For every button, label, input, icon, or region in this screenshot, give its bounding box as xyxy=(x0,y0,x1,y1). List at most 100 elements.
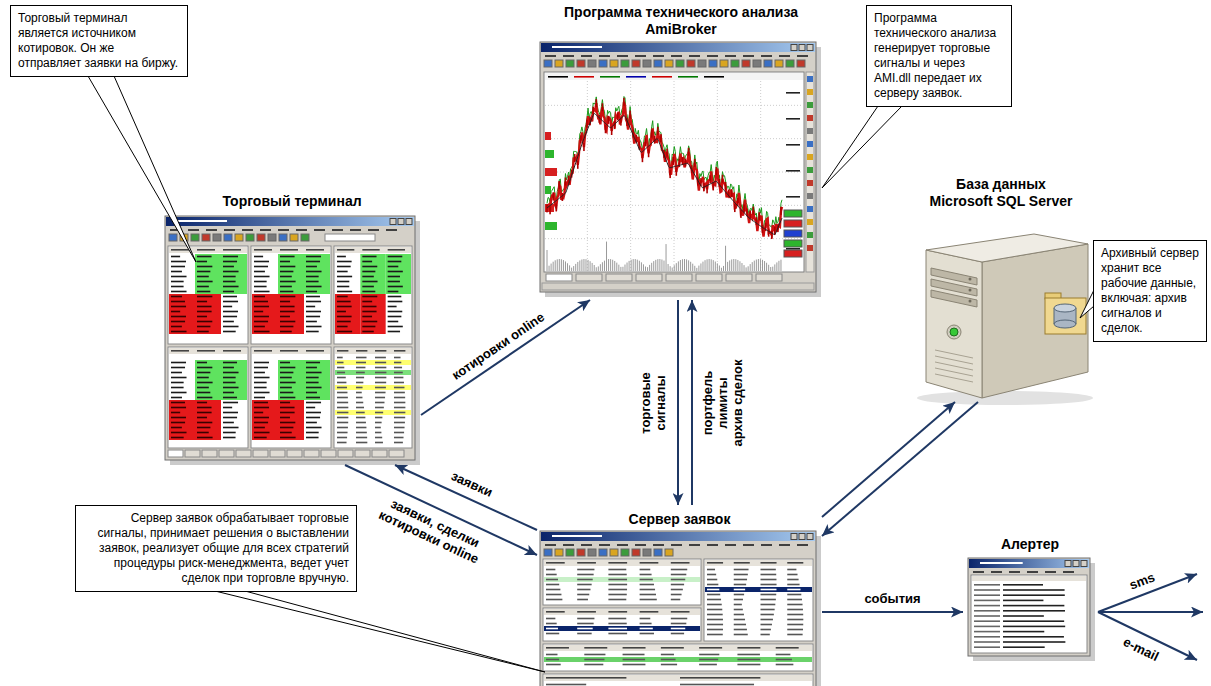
illustration-part xyxy=(213,234,221,241)
illustration-part xyxy=(356,367,365,369)
illustration-part xyxy=(356,407,364,409)
illustration-part xyxy=(599,60,607,67)
illustration-part xyxy=(260,229,271,231)
illustration-part xyxy=(787,624,803,626)
illustration-part xyxy=(686,259,687,271)
illustration-part xyxy=(221,395,247,400)
illustration-part xyxy=(388,276,400,278)
illustration-part xyxy=(169,294,195,299)
illustration-part xyxy=(707,259,708,271)
note-callout: Торговый терминал является источником ко… xyxy=(10,5,188,77)
illustration-part xyxy=(651,130,653,138)
illustration-part xyxy=(280,291,293,293)
illustration-part xyxy=(254,362,269,364)
illustration-part xyxy=(195,360,221,365)
illustration-part xyxy=(171,306,186,308)
illustration-part xyxy=(197,350,215,352)
illustration-part xyxy=(221,375,247,380)
illustration-part xyxy=(360,309,385,314)
illustration-part xyxy=(335,304,360,309)
illustration-part xyxy=(279,234,287,241)
illustration-part xyxy=(388,261,402,263)
illustration-part xyxy=(280,296,295,298)
illustration-part xyxy=(254,266,268,268)
illustration-part xyxy=(375,397,385,399)
illustration-part xyxy=(682,259,683,271)
illustration-part xyxy=(270,450,285,457)
illustration-part xyxy=(394,427,405,429)
illustration-part xyxy=(1003,636,1064,638)
illustration-part xyxy=(926,250,982,398)
illustration-part xyxy=(242,229,253,231)
illustration-part xyxy=(974,636,1000,638)
illustration-part xyxy=(704,559,813,641)
illustration-part xyxy=(306,266,317,268)
illustration-part xyxy=(573,266,574,271)
illustration-part xyxy=(761,604,776,606)
illustration-part xyxy=(571,268,572,271)
illustration-part xyxy=(742,60,750,67)
illustration-part xyxy=(562,193,564,201)
illustration-part xyxy=(666,149,668,157)
illustration-part xyxy=(761,609,775,611)
illustration-part xyxy=(394,387,404,389)
illustration-part xyxy=(335,247,411,253)
illustration-part xyxy=(734,584,746,586)
illustration-part xyxy=(169,400,195,405)
illustration-part xyxy=(706,185,708,193)
illustration-part xyxy=(252,319,278,324)
illustration-part xyxy=(776,664,794,666)
illustration-part xyxy=(627,263,628,271)
illustration-part xyxy=(647,267,648,271)
illustration-part xyxy=(171,331,187,333)
illustration-part xyxy=(807,232,813,238)
illustration-part xyxy=(770,267,771,271)
illustration-part xyxy=(640,569,651,571)
illustration-part xyxy=(394,417,405,419)
illustration-part xyxy=(197,301,207,303)
illustration-part xyxy=(280,402,290,404)
illustration-part xyxy=(969,300,972,303)
illustration-part xyxy=(671,584,684,586)
illustration-part xyxy=(223,367,234,369)
illustration-part xyxy=(544,645,812,651)
illustration-part xyxy=(680,677,760,679)
illustration-part xyxy=(195,284,221,289)
illustration-part xyxy=(197,412,212,414)
illustration-part xyxy=(254,261,269,263)
illustration-part xyxy=(337,271,348,273)
illustration-part xyxy=(254,316,269,318)
illustration-part xyxy=(338,450,353,457)
illustration-part xyxy=(590,261,591,271)
illustration-part xyxy=(546,204,548,212)
illustration-part xyxy=(645,267,646,271)
illustration-part xyxy=(787,619,803,621)
illustration-part xyxy=(768,265,769,271)
illustration-part xyxy=(545,544,556,546)
illustration-part xyxy=(787,579,798,581)
illustration-part xyxy=(545,105,803,106)
illustration-part xyxy=(195,380,221,385)
illustration-part xyxy=(197,261,207,263)
illustration-part xyxy=(974,605,1000,607)
illustration-part xyxy=(761,562,777,564)
illustration-part xyxy=(635,544,646,546)
illustration-part xyxy=(546,647,569,649)
illustration-part xyxy=(360,314,385,319)
illustration-part xyxy=(542,283,814,290)
illustration-part xyxy=(280,387,292,389)
illustration-part xyxy=(702,262,703,271)
illustration-part xyxy=(707,614,723,616)
illustration-part xyxy=(654,60,662,67)
illustration-part xyxy=(356,382,363,384)
illustration-part xyxy=(671,633,684,635)
illustration-part xyxy=(707,55,718,57)
illustration-part xyxy=(744,265,745,271)
illustration-part xyxy=(335,385,411,390)
illustration-part xyxy=(612,260,613,271)
illustration-part xyxy=(581,55,592,57)
illustration-part xyxy=(692,264,693,271)
illustration-part xyxy=(784,220,802,227)
illustration-part xyxy=(278,254,304,259)
illustration-part xyxy=(252,420,278,425)
